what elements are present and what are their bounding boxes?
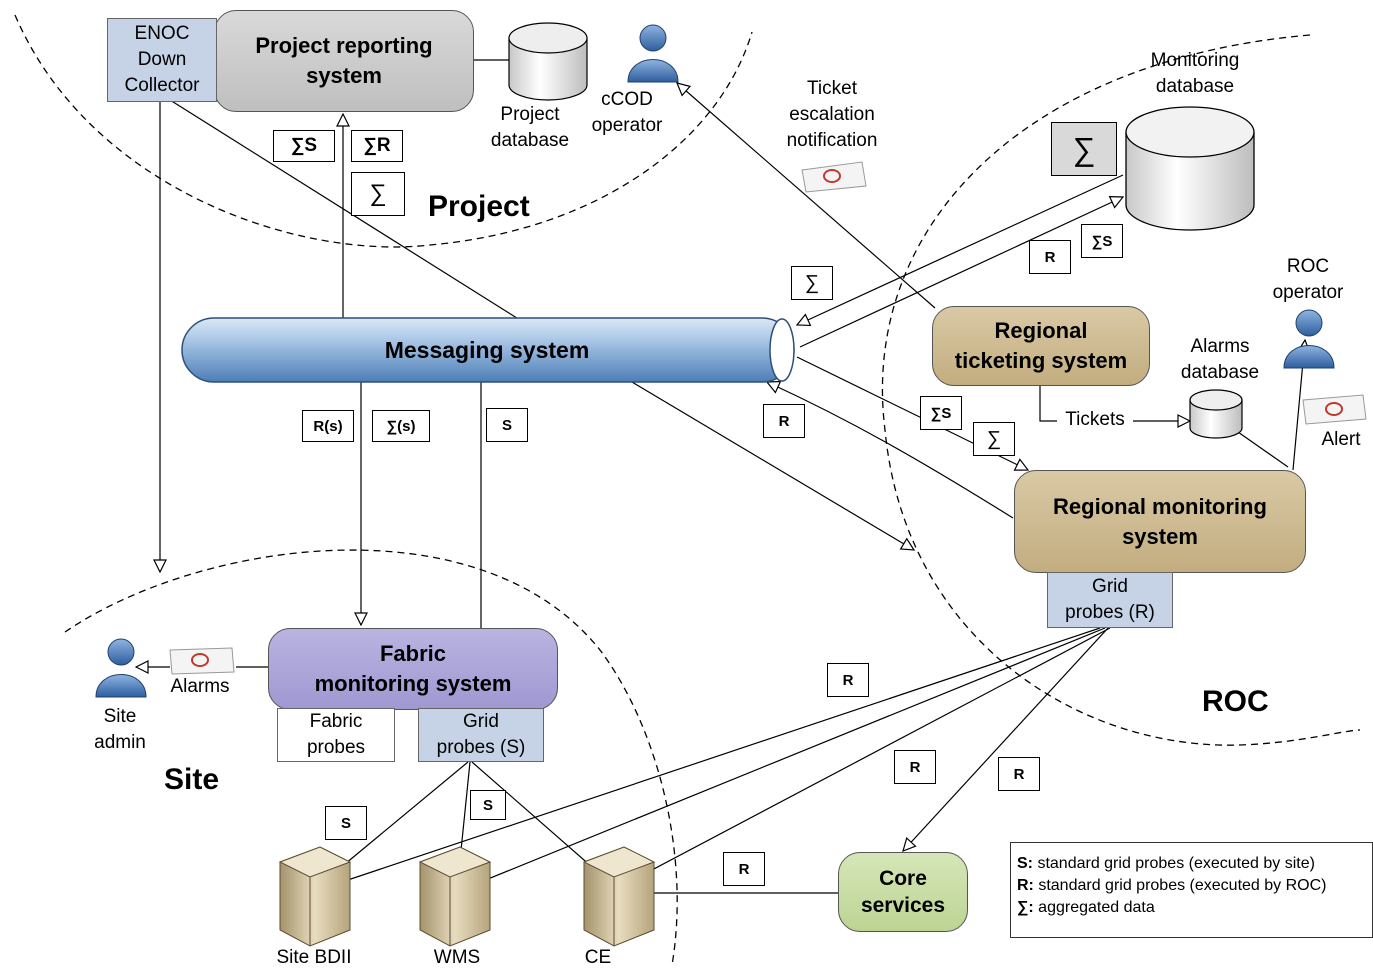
roc-zone-title: ROC (1202, 685, 1269, 718)
database-icon (508, 22, 588, 101)
legend-row-r: R: standard grid probes (executed by ROC… (1017, 877, 1327, 894)
messaging-pipe (181, 317, 795, 383)
tag-sum-project: ∑ (351, 172, 405, 216)
ce-label: CE (584, 947, 612, 968)
ticket-escalation-label: Ticket escalation notification (786, 78, 878, 151)
wms-label: WMS (433, 947, 481, 968)
tag-r-probe-3: R (998, 757, 1040, 791)
person-icon (1283, 309, 1335, 369)
tag-s-probe-1: S (325, 806, 367, 840)
tag-r-monitoring: R (1029, 240, 1071, 274)
messaging-system-label: Messaging system (384, 336, 590, 363)
tag-sum-s-down: ∑(s) (372, 410, 430, 442)
core-services: Core services (838, 852, 968, 932)
tag-sum-s-monitoring: ∑S (1081, 224, 1123, 258)
project-reporting-system: Project reporting system (214, 10, 474, 112)
roc-zone-boundary (881, 34, 1361, 746)
site-bdii-label: Site BDII (276, 947, 352, 968)
grid-probes-r-label: Grid probes (R) (1065, 576, 1155, 623)
database-icon (1125, 106, 1255, 231)
tag-sum-regional: ∑ (973, 422, 1015, 456)
roc-operator-label: ROC operator (1272, 256, 1344, 303)
core-services-label: Core services (860, 867, 946, 917)
tag-s-up: S (486, 408, 528, 442)
person-icon (95, 638, 147, 698)
regional-monitoring-system: Regional monitoring system (1014, 470, 1306, 573)
tag-r-back: R (763, 404, 805, 438)
tag-sum-monitoring-db: ∑ (1051, 122, 1117, 176)
tag-s-probe-2: S (470, 790, 506, 820)
tag-sum-messaging: ∑ (791, 266, 833, 300)
site-zone-boundary (64, 549, 678, 966)
connectors (136, 60, 1305, 893)
regional-ticketing-system: Regional ticketing system (932, 306, 1150, 386)
fabric-monitoring-system: Fabric monitoring system (268, 628, 558, 710)
grid-probes-r: Grid probes (R) (1047, 572, 1173, 628)
database-icon (1189, 389, 1243, 439)
email-icon (1302, 394, 1367, 425)
server-icon (278, 846, 352, 947)
email-icon (801, 161, 867, 193)
alert-label: Alert (1321, 429, 1361, 450)
fabric-probes-label: Fabric probes (306, 711, 366, 758)
site-zone-title: Site (164, 763, 220, 796)
tag-r-probe-2: R (894, 750, 936, 784)
ccod-operator-label: cCOD operator (591, 89, 663, 136)
project-zone-title: Project (428, 190, 530, 223)
grid-probes-s: Grid probes (S) (418, 708, 544, 762)
tickets-label: Tickets (1057, 407, 1133, 433)
tag-r-core: R (723, 852, 765, 886)
monitoring-database-label: Monitoring database (1150, 50, 1240, 97)
legend-row-s: S: standard grid probes (executed by sit… (1017, 855, 1315, 872)
tag-sum-r-project: ∑R (351, 130, 403, 162)
site-admin-label: Site admin (94, 706, 146, 753)
grid-probes-s-label: Grid probes (S) (436, 711, 526, 758)
tag-sum-s-project: ∑S (273, 130, 335, 162)
fabric-monitoring-label: Fabric monitoring system (314, 641, 512, 696)
regional-monitoring-label: Regional monitoring system (1053, 493, 1267, 549)
enoc-collector-label: ENOC Down Collector (124, 23, 200, 96)
alarms-database-label: Alarms database (1180, 336, 1260, 383)
tag-r-s: R(s) (302, 410, 354, 442)
regional-ticketing-label: Regional ticketing system (954, 318, 1128, 373)
legend-row-sum: ∑: aggregated data (1017, 899, 1155, 916)
server-icon (418, 846, 492, 947)
project-database-label: Project database (490, 104, 570, 151)
alarms-label: Alarms (170, 676, 230, 697)
project-zone-boundary (14, 14, 753, 248)
enoc-down-collector: ENOC Down Collector (107, 18, 217, 102)
project-reporting-label: Project reporting system (255, 33, 433, 88)
email-icon (169, 647, 235, 675)
server-icon (582, 846, 656, 947)
legend: S: standard grid probes (executed by sit… (1010, 842, 1373, 938)
tag-sum-s-regional: ∑S (920, 396, 962, 430)
tag-r-probe-1: R (827, 663, 869, 697)
person-icon (627, 24, 679, 83)
fabric-probes: Fabric probes (277, 708, 395, 762)
